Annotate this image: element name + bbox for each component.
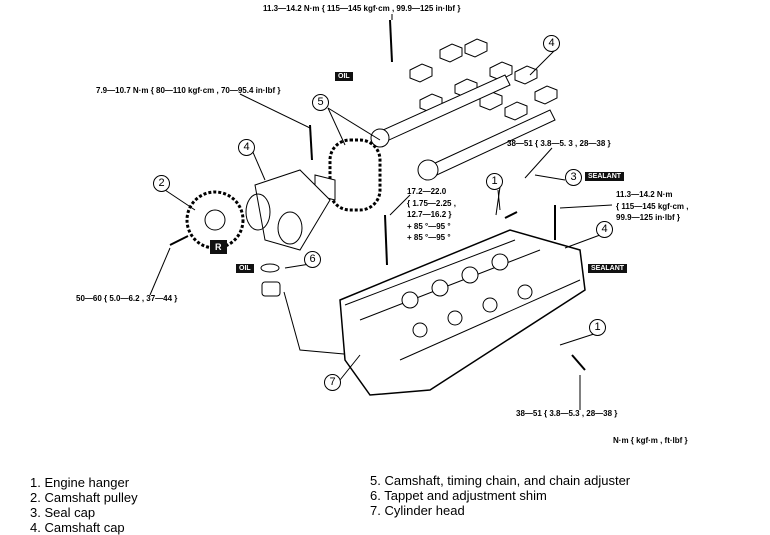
head-bolt-line: { 1.75—2.25 , xyxy=(407,198,456,208)
oil-seal xyxy=(245,193,271,231)
legend-item: 3. Seal cap xyxy=(30,505,96,520)
head-bolt-line: 12.7—16.2 } xyxy=(407,210,452,219)
legend-item: 5. Camshaft, timing chain, and chain adj… xyxy=(370,473,631,488)
callout-4: 4 xyxy=(596,221,613,238)
leader-lines xyxy=(149,14,613,410)
legend-item: 2. Camshaft pulley xyxy=(30,490,138,505)
bolts xyxy=(169,19,586,371)
callout-4: 4 xyxy=(543,35,560,52)
legend-right: 5. Camshaft, timing chain, and chain adj… xyxy=(370,473,630,518)
torque-top: 11.3—14.2 N·m { 115—145 kgf·cm , 99.9—12… xyxy=(263,4,461,13)
callout-3: 3 xyxy=(565,169,582,186)
legend-item: 1. Engine hanger xyxy=(30,475,130,490)
legend-left: 1. Engine hanger 2. Camshaft pulley 3. S… xyxy=(30,475,138,535)
callout-4: 4 xyxy=(238,139,255,156)
callout-5: 5 xyxy=(312,94,329,111)
callout-2: 2 xyxy=(153,175,170,192)
callout-7: 7 xyxy=(324,374,341,391)
torque-seal-cap: 38—51 { 3.8—5. 3 , 28—38 } xyxy=(507,139,611,148)
torque-head-bolt: 17.2—22.0 { 1.75—2.25 , 12.7—16.2 } + 85… xyxy=(407,186,456,244)
callout-6: 6 xyxy=(304,251,321,268)
sealant-badge: SEALANT xyxy=(585,172,625,181)
torque-hanger: 38—51 { 3.8—5.3 , 28—38 } xyxy=(516,409,618,418)
head-bolt-line: 17.2—22.0 xyxy=(407,187,447,196)
head-bolt-line: + 85 °—95 ° xyxy=(407,233,451,242)
camshaft-cap-front xyxy=(254,169,331,251)
torque-left: 7.9—10.7 N·m { 80—110 kgf·cm , 70—95.4 i… xyxy=(96,86,281,95)
torque-pulley: 50—60 { 5.0—6.2 , 37—44 } xyxy=(76,294,178,303)
units-note: N·m { kgf·m , ft·lbf } xyxy=(613,436,688,445)
timing-chain xyxy=(328,138,382,212)
torque-right-line: { 115—145 kgf·cm , xyxy=(616,201,689,211)
tappet xyxy=(261,281,281,297)
oil-badge: OIL xyxy=(236,264,254,273)
torque-right: 11.3—14.2 N·m { 115—145 kgf·cm , 99.9—12… xyxy=(616,189,688,224)
legend-item: 4. Camshaft cap xyxy=(30,520,125,535)
oil-badge: OIL xyxy=(335,72,353,81)
legend-item: 7. Cylinder head xyxy=(370,503,465,518)
shim xyxy=(260,263,280,273)
replace-badge: R xyxy=(210,240,227,254)
cylinder-head xyxy=(339,229,586,396)
torque-right-line: 99.9—125 in·lbf } xyxy=(616,213,681,222)
legend-item: 6. Tappet and adjustment shim xyxy=(370,488,547,503)
camshafts xyxy=(370,74,556,181)
head-bolt-line: + 85 °—95 ° xyxy=(407,221,451,231)
callout-1: 1 xyxy=(486,173,503,190)
torque-right-line: 11.3—14.2 N·m xyxy=(616,190,673,199)
camshaft-pulley xyxy=(185,190,245,250)
callout-1: 1 xyxy=(589,319,606,336)
sealant-badge: SEALANT xyxy=(588,264,628,273)
camshaft-caps xyxy=(409,38,558,121)
